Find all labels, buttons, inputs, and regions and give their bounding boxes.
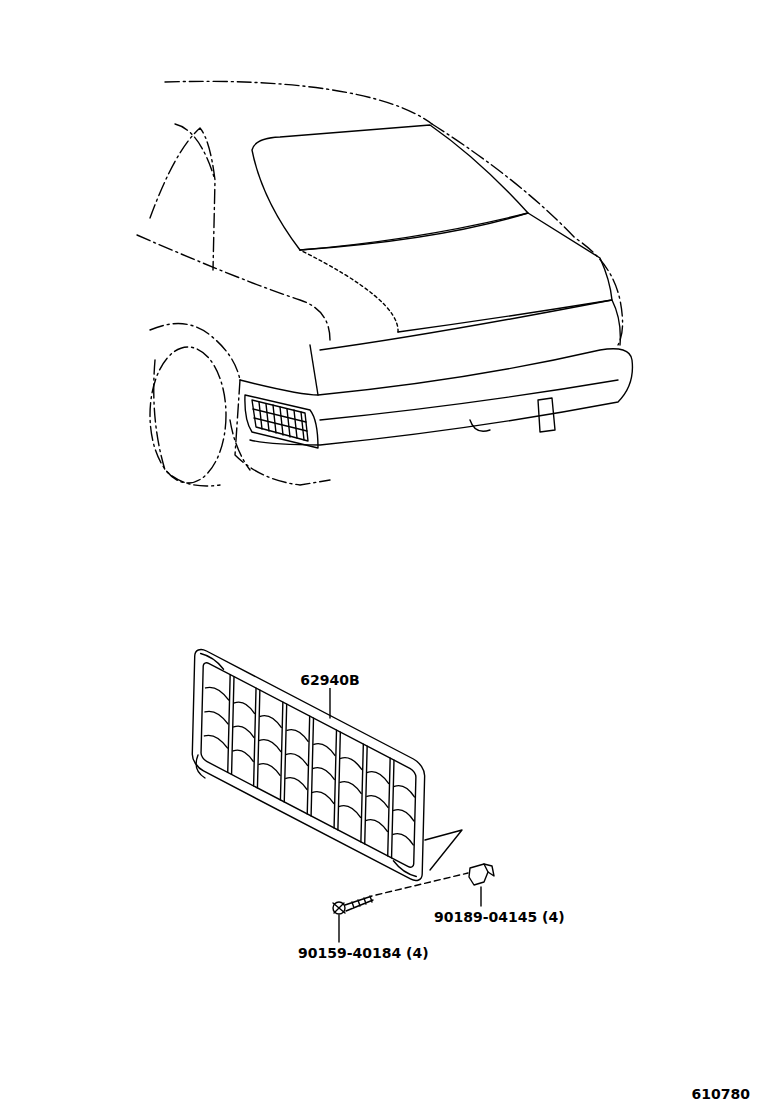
- rear-grille: [192, 645, 425, 885]
- clip-nut: [469, 864, 494, 885]
- car-outline: [137, 81, 623, 486]
- mounting-tab: [425, 830, 462, 870]
- leader-line: [329, 684, 330, 718]
- figure-number: 610780: [690, 1086, 752, 1102]
- car-body: [240, 125, 632, 445]
- part-number: 62940B: [298, 672, 361, 688]
- bumper-vent: [245, 395, 318, 448]
- part-number: 90159-40184 (4): [296, 945, 431, 961]
- frame-edge: [196, 755, 205, 778]
- part-number: 90189-04145 (4): [432, 909, 567, 925]
- leader-line: [338, 915, 339, 942]
- screw: [333, 896, 373, 914]
- leader-line: [480, 887, 481, 906]
- assembly-line: [376, 873, 468, 895]
